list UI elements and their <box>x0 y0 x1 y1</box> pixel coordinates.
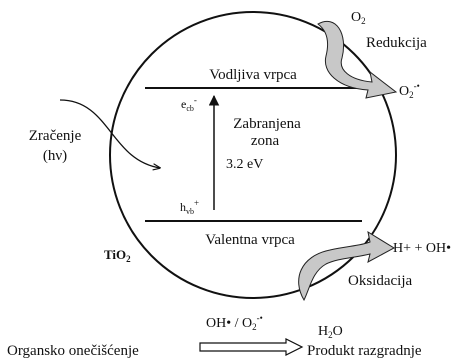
tio2-particle-circle <box>109 11 397 299</box>
radiation-label-line2: (hν) <box>43 148 67 164</box>
oxidation-reactant: H2O <box>318 324 343 340</box>
radiation-arrow <box>59 99 160 168</box>
conduction-band-label: Vodljiva vrpca <box>209 67 297 83</box>
electron-label: ecb- <box>181 95 197 113</box>
hole-label: hvb+ <box>180 198 199 216</box>
forbidden-zone-label-line1: Zabranjena <box>233 116 301 132</box>
oxidation-products: H+ + OH• <box>393 241 451 256</box>
reduction-product: O2-• <box>399 81 420 100</box>
radiation-label-line1: Zračenje <box>29 128 82 144</box>
oxidizing-agents-label: OH• / O2-• <box>206 313 263 332</box>
reduction-reactant: O2 <box>351 10 366 26</box>
degradation-product-label: Produkt razgradnje <box>307 343 422 358</box>
band-gap-value: 3.2 eV <box>226 157 263 172</box>
degradation-arrow <box>199 338 304 356</box>
oxidation-curved-arrow <box>298 230 396 302</box>
organic-pollutant-label: Organsko onečišćenje <box>7 343 139 358</box>
oxidation-label: Oksidacija <box>348 273 412 289</box>
tio2-label: TiO2 <box>104 247 131 264</box>
reduction-label: Redukcija <box>366 35 427 51</box>
reduction-curved-arrow <box>317 20 398 99</box>
forbidden-zone-label-line2: zona <box>251 133 280 149</box>
valence-band-label: Valentna vrpca <box>205 232 295 248</box>
